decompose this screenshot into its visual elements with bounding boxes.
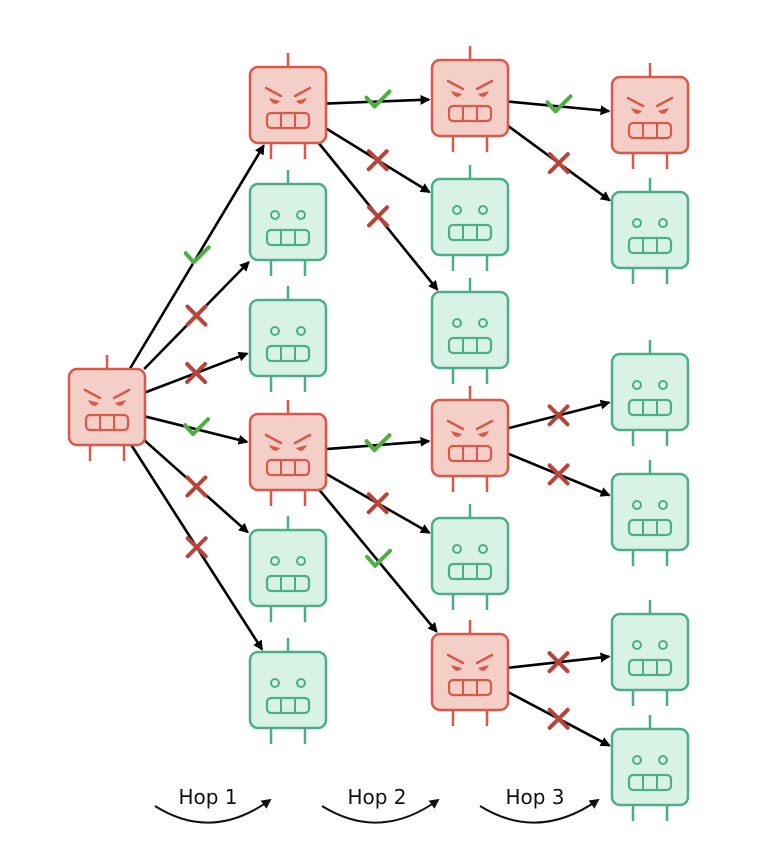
benign-robot-icon <box>430 165 510 271</box>
benign-robot-icon <box>610 715 690 821</box>
benign-robot-icon <box>248 638 328 744</box>
benign-robot-icon <box>610 178 690 284</box>
malicious-robot-icon <box>248 53 328 159</box>
benign-robot-icon <box>248 286 328 392</box>
check-icon <box>365 548 393 568</box>
hop-1-label: Hop 1 <box>178 785 237 809</box>
hop-1-arc-icon <box>154 798 272 824</box>
malicious-robot-icon <box>610 63 690 169</box>
cross-icon <box>366 149 389 172</box>
malicious-robot-icon <box>67 355 147 461</box>
check-icon <box>364 89 392 109</box>
check-icon <box>364 433 392 453</box>
cross-icon <box>185 536 208 559</box>
benign-robot-icon <box>610 340 690 446</box>
malicious-robot-icon <box>248 400 328 506</box>
cross-icon <box>547 651 570 674</box>
cross-icon <box>547 463 570 486</box>
check-icon <box>183 417 211 437</box>
check-icon <box>545 94 573 114</box>
benign-robot-icon <box>248 516 328 622</box>
nodes-layer <box>67 46 690 821</box>
hop-2-arc-icon <box>321 798 440 824</box>
cross-icon <box>367 205 390 228</box>
benign-robot-icon <box>430 278 510 384</box>
edges-layer <box>128 89 611 747</box>
benign-robot-icon <box>610 600 690 706</box>
cross-icon <box>547 152 570 175</box>
hop-3-arc-icon <box>479 798 600 824</box>
hop-2-label: Hop 2 <box>347 785 406 809</box>
malicious-robot-icon <box>430 46 510 152</box>
hop-labels: Hop 1 Hop 2 Hop 3 <box>154 785 600 824</box>
cross-icon <box>547 707 570 730</box>
cross-icon <box>547 404 570 427</box>
cross-icon <box>185 475 208 498</box>
malicious-robot-icon <box>430 386 510 492</box>
cross-icon <box>185 304 208 327</box>
malicious-robot-icon <box>430 620 510 726</box>
cross-icon <box>185 362 208 385</box>
check-icon <box>183 245 211 265</box>
benign-robot-icon <box>610 460 690 566</box>
hop-3-label: Hop 3 <box>505 785 564 809</box>
benign-robot-icon <box>430 504 510 610</box>
cross-icon <box>366 492 389 515</box>
benign-robot-icon <box>248 170 328 276</box>
